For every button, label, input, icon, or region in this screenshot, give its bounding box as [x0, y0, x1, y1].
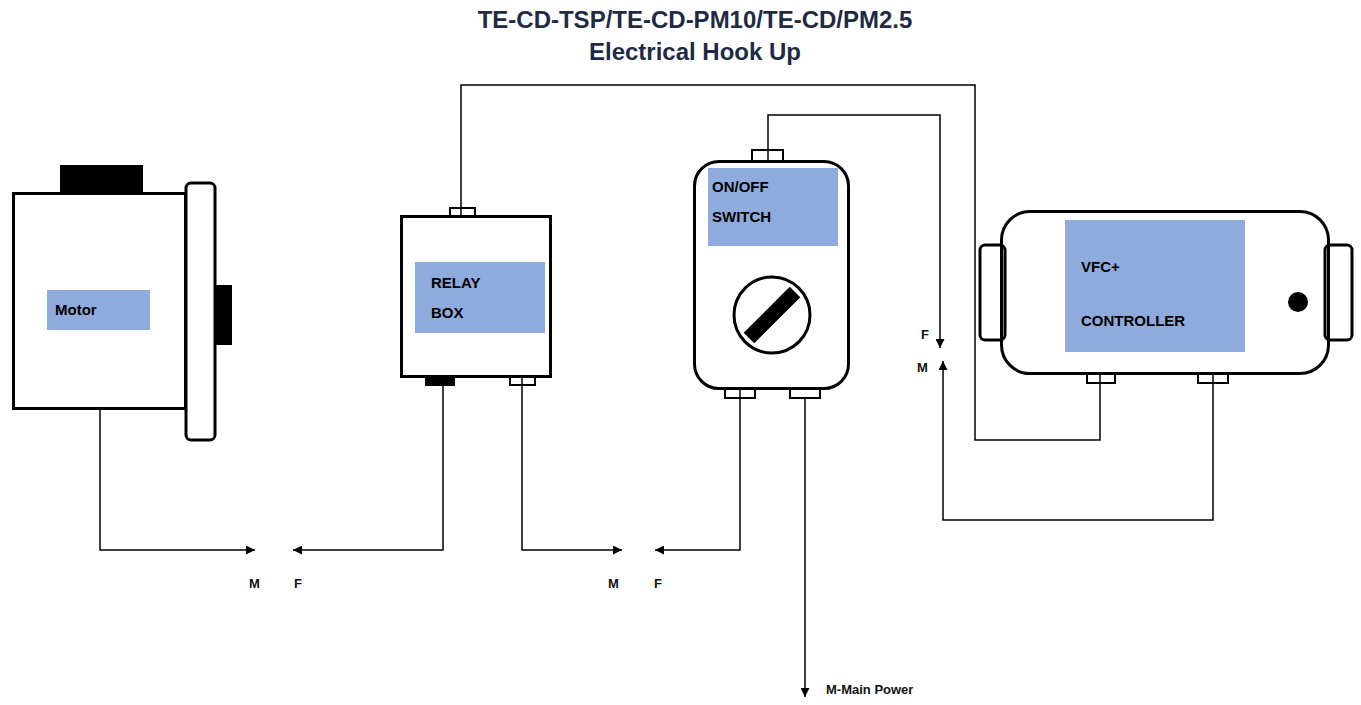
label-plate: Motor — [47, 290, 150, 330]
motor-flange — [186, 183, 215, 440]
label-plate: VFC+ CONTROLLER — [1065, 220, 1245, 352]
node-label: VFC+ CONTROLLER — [1081, 240, 1211, 348]
controller-body: VFC+ CONTROLLER — [1000, 210, 1330, 375]
motor-shaft — [214, 285, 232, 345]
main-power-lead — [804, 398, 806, 697]
connector-gender: M — [608, 576, 619, 591]
switch-body: ON/OFF SWITCH — [693, 160, 850, 390]
label-plate: ON/OFF SWITCH — [708, 168, 838, 246]
connector-gender: M — [249, 576, 260, 591]
connector-gender: F — [654, 576, 662, 591]
wire — [461, 85, 1100, 440]
motor-body: Motor — [12, 192, 187, 410]
wire — [100, 378, 443, 550]
node-label: RELAY BOX — [431, 268, 509, 328]
indicator-dot — [1288, 292, 1308, 312]
connector-gender: F — [294, 576, 302, 591]
wire-segment — [293, 378, 443, 550]
wire-segment — [655, 390, 740, 550]
diagram-title: TE-CD-TSP/TE-CD-PM10/TE-CD/PM2.5 Electri… — [455, 4, 935, 68]
wire-segment — [943, 361, 1213, 520]
node-label: ON/OFF SWITCH — [712, 172, 792, 232]
connector-gender: F — [921, 327, 929, 342]
wire-segment — [461, 85, 1100, 440]
node-label: Motor — [55, 300, 144, 320]
wire — [522, 378, 740, 550]
label-plate: RELAY BOX — [415, 262, 545, 333]
power-label: M-Main Power — [826, 682, 913, 697]
motor-top-block — [60, 165, 143, 195]
wire-segment — [522, 378, 622, 550]
knob-slot — [749, 292, 795, 338]
switch-knob — [734, 277, 810, 353]
connector-gender: M — [917, 360, 928, 375]
relay-box: RELAY BOX — [400, 215, 552, 378]
wire-segment — [100, 410, 255, 550]
